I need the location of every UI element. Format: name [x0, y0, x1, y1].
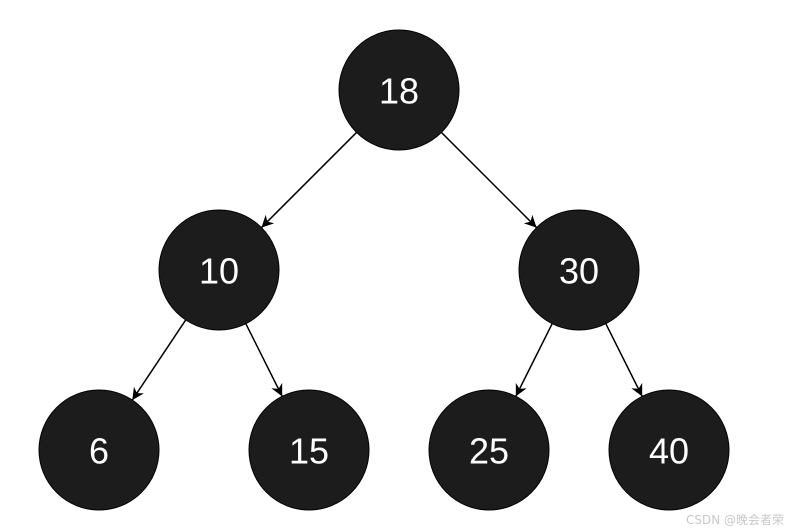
node-label: 40 — [649, 431, 689, 472]
node-label: 25 — [469, 431, 509, 472]
edge-n10-to-n6 — [131, 319, 187, 401]
node-circle — [38, 389, 160, 511]
tree-node-10: 10 — [158, 209, 280, 331]
tree-node-15: 15 — [248, 389, 370, 511]
tree-node-6: 6 — [38, 389, 160, 511]
edge-n10-to-n15 — [245, 323, 283, 397]
node-circle — [158, 209, 280, 331]
node-circle — [518, 209, 640, 331]
node-label: 10 — [199, 251, 239, 292]
node-circle — [248, 389, 370, 511]
edge-n30-to-n40 — [605, 323, 643, 397]
node-label: 15 — [289, 431, 329, 472]
edge-n30-to-n25 — [515, 323, 553, 397]
edge-n18-to-n10 — [260, 131, 358, 229]
tree-node-18: 18 — [338, 29, 460, 151]
node-label: 6 — [89, 431, 109, 472]
node-circle — [428, 389, 550, 511]
node-label: 18 — [379, 71, 419, 112]
tree-node-40: 40 — [608, 389, 730, 511]
nodes-layer: 18 10 30 6 15 25 40 — [38, 29, 730, 511]
tree-node-25: 25 — [428, 389, 550, 511]
node-circle — [608, 389, 730, 511]
node-circle — [338, 29, 460, 151]
tree-node-30: 30 — [518, 209, 640, 331]
edge-n18-to-n30 — [440, 131, 538, 229]
node-label: 30 — [559, 251, 599, 292]
watermark-text: CSDN @晚会者荣 — [685, 513, 784, 527]
edges-layer — [131, 131, 643, 401]
